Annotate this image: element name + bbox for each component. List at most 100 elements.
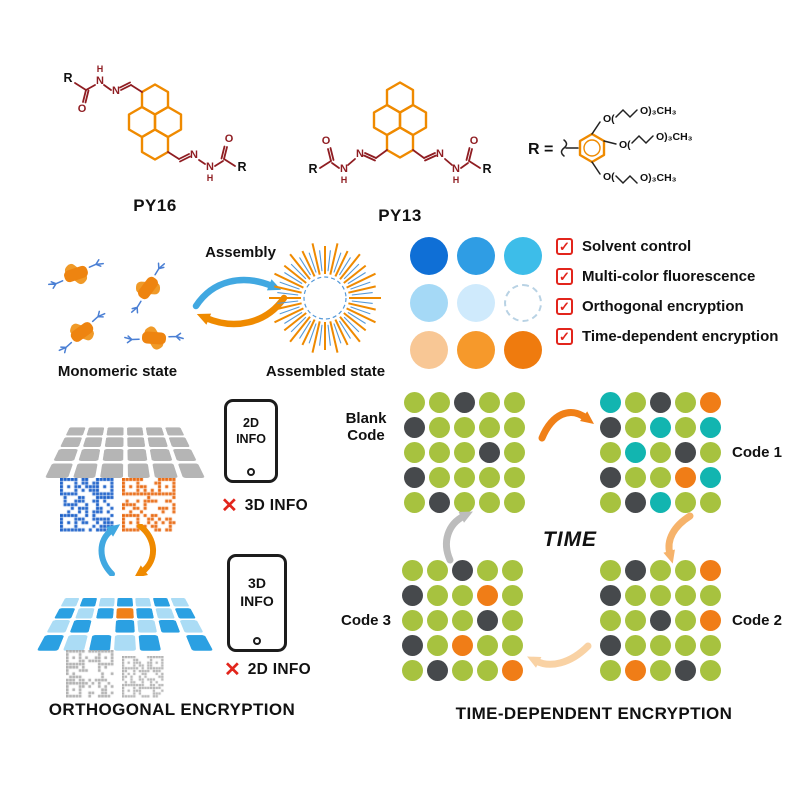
- color-code-cell: [174, 607, 196, 618]
- code-dot: [502, 560, 523, 581]
- code3-grid: [402, 560, 523, 681]
- code-dot: [625, 492, 646, 513]
- atom-n: N: [206, 161, 214, 173]
- code-dot: [625, 585, 646, 606]
- barcode-cell: [149, 449, 173, 461]
- spoke-line: [279, 281, 300, 290]
- code-dot: [479, 492, 500, 513]
- code-dot: [625, 467, 646, 488]
- fluorescence-color-matrix: [410, 237, 542, 369]
- code-dot: [454, 467, 475, 488]
- spoke-line: [350, 306, 371, 315]
- spoke-line: [333, 252, 342, 273]
- checkbox-checked-icon: ✓: [556, 328, 573, 345]
- code-dot: [675, 585, 696, 606]
- hydrazide-arm-right: N N H O R: [412, 135, 492, 185]
- code-dot: [600, 442, 621, 463]
- feature-item: ✓ Orthogonal encryption: [556, 298, 778, 315]
- code-dot: [675, 442, 696, 463]
- info-label: 2D INFO: [247, 661, 312, 678]
- barcode-cell: [152, 463, 178, 478]
- assembly-equilibrium-arrows: [192, 276, 288, 328]
- color-code-cell: [138, 634, 162, 650]
- code-dot: [625, 660, 646, 681]
- code-dot: [600, 560, 621, 581]
- code-dot: [427, 560, 448, 581]
- code-dot: [452, 585, 473, 606]
- spoke-line: [347, 272, 366, 285]
- atom-r: R: [237, 160, 246, 174]
- color-code-cell: [158, 619, 181, 633]
- atom-h: H: [453, 175, 460, 185]
- atom-r: R: [308, 162, 317, 176]
- fluorescence-dot: [457, 331, 495, 369]
- code-dot: [625, 417, 646, 438]
- spoke-line: [343, 263, 360, 280]
- spoke-line: [343, 316, 360, 333]
- orthogonal-cycle-arrows: [98, 524, 156, 576]
- fluorescence-dot: [410, 284, 448, 322]
- spoke-line: [279, 306, 300, 315]
- code-dot: [429, 467, 450, 488]
- color-code-cell: [116, 607, 134, 618]
- color-code-cell: [114, 634, 136, 650]
- qr-code-blue: [60, 478, 114, 532]
- code-dot: [454, 417, 475, 438]
- feature-label: Solvent control: [582, 238, 692, 255]
- code-dot: [700, 635, 721, 656]
- orthogonal-encryption-title: ORTHOGONAL ENCRYPTION: [48, 700, 296, 719]
- gray-2d-barcode-grid: [36, 396, 214, 478]
- code-dot: [675, 610, 696, 631]
- atom-n: N: [436, 148, 444, 160]
- squiggle-bond: [560, 139, 568, 157]
- color-code-cell: [135, 597, 152, 607]
- color-code-cell: [98, 597, 115, 607]
- barcode-cell: [104, 437, 124, 448]
- spoke-line: [348, 302, 376, 311]
- arrow-code3-to-blank: [443, 511, 473, 564]
- x-mark-icon: ✕: [224, 659, 241, 681]
- color-code-cell: [155, 607, 176, 618]
- code-dot: [429, 492, 450, 513]
- barcode-cell: [126, 427, 144, 436]
- no-2d-info-row: ✕ 2D INFO: [224, 660, 311, 680]
- code-dot: [700, 467, 721, 488]
- code-dot: [452, 660, 473, 681]
- atom-r: R: [63, 71, 72, 85]
- chain-oxygen: O(: [619, 139, 631, 151]
- barcode-cell: [126, 437, 146, 448]
- blank-code-grid: [404, 392, 525, 513]
- code-dot: [502, 610, 523, 631]
- code1-label: Code 1: [731, 444, 782, 461]
- code-dot: [650, 417, 671, 438]
- chain-tail: O)₃CH₃: [640, 172, 677, 184]
- atom-n: N: [356, 148, 364, 160]
- spoke-line: [277, 292, 299, 296]
- hydrazide-arm-bottom: N N H O R: [167, 133, 247, 183]
- code-dot: [504, 392, 525, 413]
- assembly-forward-arrow: [192, 276, 282, 310]
- code-dot: [402, 660, 423, 681]
- barcode-cell: [72, 463, 98, 478]
- code-dot: [402, 610, 423, 631]
- spoke-line: [329, 243, 339, 275]
- spoke-line: [283, 312, 307, 332]
- code-dot: [650, 492, 671, 513]
- checkbox-checked-icon: ✓: [556, 238, 573, 255]
- spoke-line: [319, 324, 323, 346]
- spoke-line: [301, 250, 316, 277]
- code-dot: [402, 560, 423, 581]
- radial-spokes: [269, 243, 381, 353]
- atom-n: N: [190, 149, 198, 161]
- chain-oxygen: O(: [603, 171, 615, 183]
- barcode-cell: [168, 437, 190, 448]
- barcode-cell: [82, 437, 103, 448]
- atom-n: N: [112, 85, 120, 97]
- code-dot: [675, 492, 696, 513]
- spoke-line: [284, 272, 303, 285]
- code-dot: [650, 585, 671, 606]
- fluorescence-dot: [504, 284, 542, 322]
- spoke-line: [319, 250, 323, 272]
- code-dot: [477, 635, 498, 656]
- spoke-line: [338, 257, 351, 276]
